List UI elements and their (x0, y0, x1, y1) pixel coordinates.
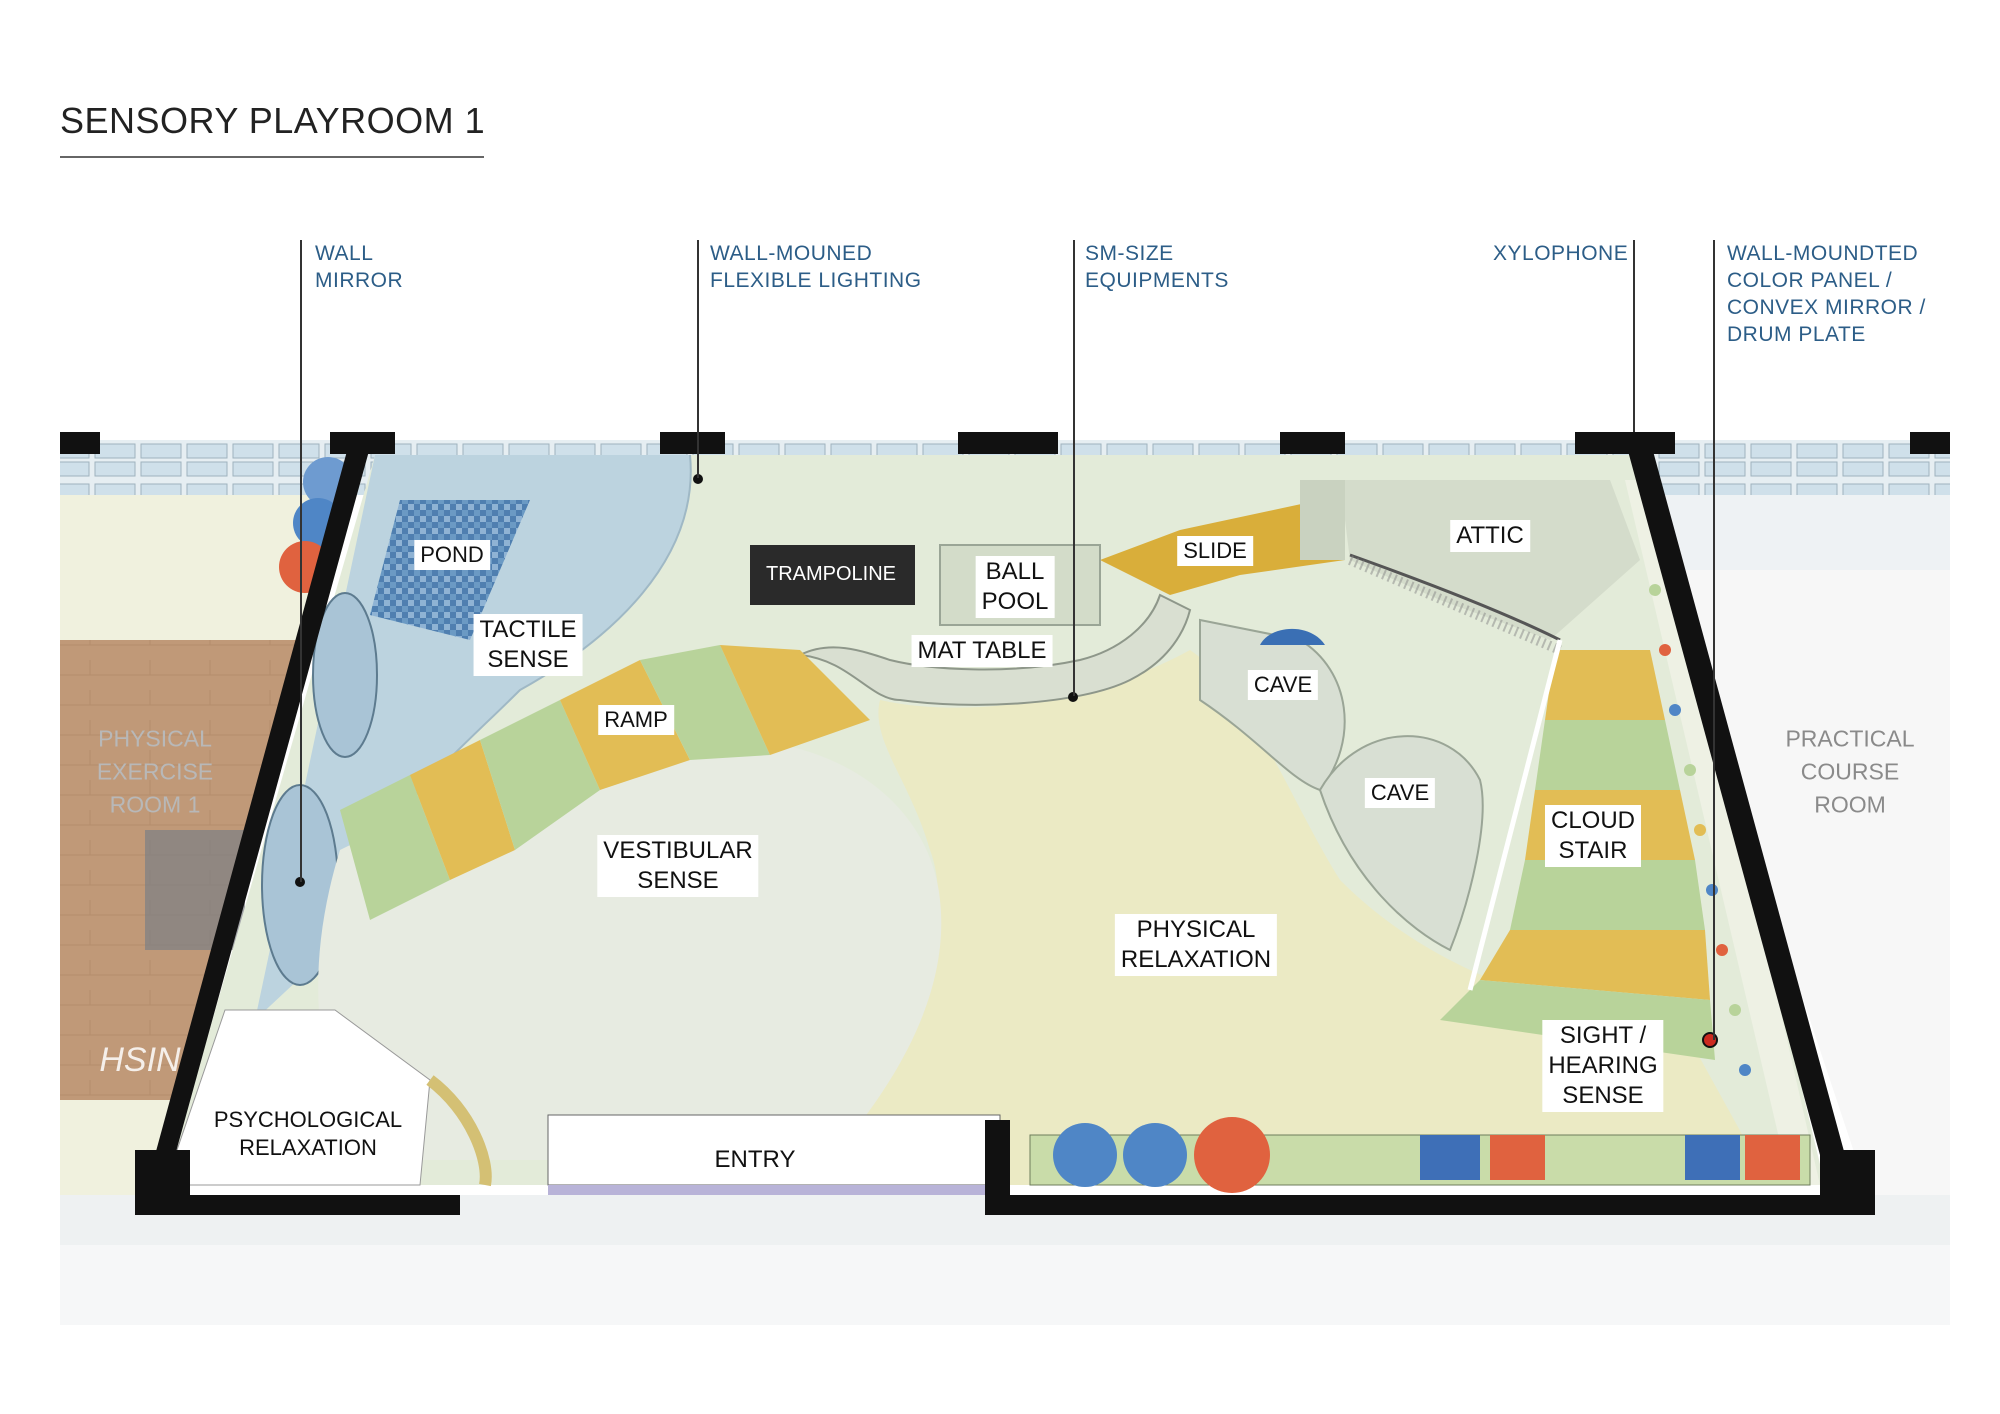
cave-upper-opening (1260, 628, 1325, 645)
label-practical-course-room: PRACTICAL COURSE ROOM (1785, 725, 1915, 818)
leader-line-color-panel (1713, 240, 1715, 1040)
bottom-wall-left (140, 1195, 460, 1215)
bottom-wall-mid (985, 1120, 1010, 1215)
ramp-segment-2 (410, 740, 515, 880)
label-vestibular-sense: VESTIBULAR SENSE (597, 835, 759, 897)
color-dot (1649, 584, 1661, 596)
left-wall-foot (135, 1150, 190, 1215)
color-dot (1694, 824, 1706, 836)
color-dot (1739, 1064, 1751, 1076)
window-strip-right (1660, 495, 1950, 570)
color-dot (1706, 884, 1718, 896)
leader-line-wall-mirror (300, 240, 302, 882)
cloud-stair-step-1 (1545, 650, 1665, 720)
ramp-segment-1 (340, 775, 450, 920)
cloud-stair-step-5 (1480, 930, 1710, 1000)
wall-mirror-panel-1 (312, 592, 378, 758)
right-wall (1625, 440, 1860, 1210)
callout-flexible-lighting: WALL-MOUNED FLEXIBLE LIGHTING (710, 242, 922, 292)
cloud-stair-rail (1467, 639, 1563, 991)
top-wall-stub-3 (958, 432, 1058, 454)
pond-tiles (370, 500, 530, 640)
top-wall-stub-4 (1280, 432, 1345, 454)
leader-line-flexible-lighting (697, 240, 699, 478)
label-ball-pool: BALL POOL (975, 556, 1055, 618)
color-dot (1729, 1004, 1741, 1016)
page-title: SENSORY PLAYROOM 1 (60, 100, 486, 141)
color-dot (1684, 764, 1696, 776)
ramp-segment-3 (480, 700, 600, 850)
top-wall-stub-2 (660, 432, 725, 454)
ramp-segment-6 (720, 645, 870, 755)
label-tactile-sense: TACTILE SENSE (473, 614, 583, 676)
leader-dot-mirror (295, 877, 305, 887)
shelf-cubby (1420, 1135, 1480, 1180)
callout-color-panel: WALL-MOUNDTED COLOR PANEL / CONVEX MIRRO… (1727, 242, 1926, 346)
label-ramp: RAMP (598, 705, 674, 735)
label-trampoline: TRAMPOLINE (759, 557, 903, 591)
shelf-cubby (1685, 1135, 1740, 1180)
shelf-cubby (1490, 1135, 1545, 1180)
ramp-segment-5 (640, 645, 770, 760)
label-entry: ENTRY (714, 1146, 796, 1173)
lower-facade-shadow (60, 1245, 1950, 1325)
label-cave-lower: CAVE (1364, 778, 1436, 808)
stool-blue-bottom-2 (1123, 1123, 1187, 1187)
color-dot (1659, 644, 1671, 656)
psychological-relaxation-arc (426, 1075, 492, 1187)
top-wall-left (60, 432, 100, 454)
stool-blue-bottom-1 (1053, 1123, 1117, 1187)
top-wall-right (1910, 432, 1950, 454)
color-dot (1716, 944, 1728, 956)
label-psychological-relaxation: PSYCHOLOGICAL RELAXATION (207, 1105, 409, 1163)
entry-opening (547, 1114, 1001, 1186)
left-wall (140, 440, 372, 1210)
attic-area (1340, 480, 1640, 640)
cloud-stair-step-2 (1535, 720, 1680, 790)
title-underline (60, 156, 484, 158)
label-mat-table: MAT TABLE (911, 635, 1053, 667)
slide-top-block (1300, 480, 1345, 560)
mat-table-surface (796, 593, 1192, 706)
callout-wall-mirror: WALL MIRROR (315, 242, 404, 292)
leader-dot-lighting (693, 474, 703, 484)
label-attic: ATTIC (1450, 520, 1530, 552)
cloud-stair-step-4 (1510, 860, 1705, 930)
top-wall-stub-5 (1575, 432, 1675, 454)
leader-line-sm-size-equipments (1073, 240, 1075, 696)
bottom-wall-right (1010, 1195, 1860, 1215)
label-left-wall-text: HSIN (99, 1041, 181, 1079)
callout-xylophone: XYLOPHONE (1493, 242, 1629, 265)
label-slide: SLIDE (1177, 536, 1253, 566)
stool-red-bottom (1194, 1117, 1270, 1193)
cave-lower (1318, 735, 1484, 952)
label-cloud-stair: CLOUD STAIR (1544, 805, 1642, 867)
label-physical-relaxation: PHYSICAL RELAXATION (1114, 914, 1278, 976)
label-cave-upper: CAVE (1247, 670, 1319, 700)
shelf-cubby (1745, 1135, 1800, 1180)
adjacent-room-right-floor (1660, 570, 1950, 1200)
attic-net (1349, 553, 1561, 642)
leader-line-xylophone (1633, 240, 1635, 432)
tactile-zone-floor (255, 455, 691, 1020)
color-dot (1669, 704, 1681, 716)
physical-relaxation-floor (830, 650, 1770, 1185)
label-physical-exercise-room: PHYSICAL EXERCISE ROOM 1 (96, 725, 214, 818)
right-wall-foot (1820, 1150, 1875, 1215)
callout-sm-size-equipments: SM-SIZE EQUIPMENTS (1085, 242, 1229, 292)
leader-dot-equipments (1068, 692, 1078, 702)
color-panel-wall (1625, 480, 1820, 1185)
label-sight-hearing-sense: SIGHT / HEARING SENSE (1542, 1020, 1664, 1112)
top-wall-stub-1 (330, 432, 395, 454)
label-pond: POND (414, 540, 490, 570)
